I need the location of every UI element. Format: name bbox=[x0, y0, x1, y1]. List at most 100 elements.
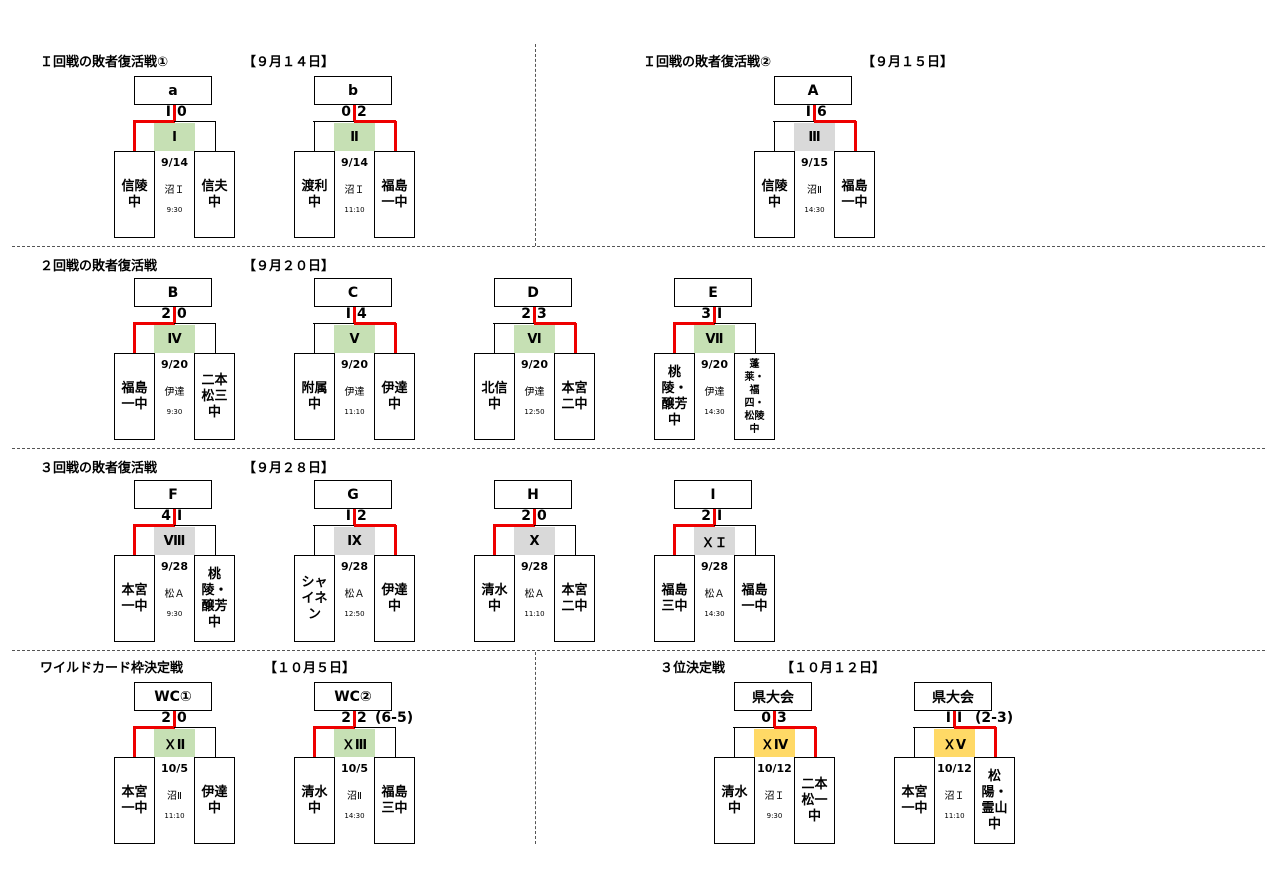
bracket-right-horizontal bbox=[534, 322, 576, 325]
bracket-left-horizontal bbox=[133, 322, 175, 325]
section-date: 【９月１４日】 bbox=[243, 51, 334, 70]
section-date-text: 【１０月５日】 bbox=[264, 661, 356, 676]
bracket-left-horizontal bbox=[673, 322, 715, 325]
score-left: 2 bbox=[161, 710, 171, 726]
match-time: 11:10 bbox=[344, 206, 365, 214]
bracket-right-vertical bbox=[394, 525, 397, 556]
match-time: 9:30 bbox=[766, 812, 783, 820]
match-time: 9:30 bbox=[166, 408, 183, 416]
bracket-right-horizontal bbox=[174, 525, 216, 526]
score-left: 0 bbox=[761, 710, 771, 726]
bracket-stem-line bbox=[773, 711, 776, 728]
team-name-text: 福島一中 bbox=[381, 178, 408, 210]
match-number: Ⅱ bbox=[334, 123, 375, 151]
match-time: 14:30 bbox=[704, 408, 725, 416]
section-date: 【１０月５日】 bbox=[264, 657, 355, 676]
match-date: 9/20 bbox=[341, 358, 368, 371]
match-number: Ⅵ bbox=[514, 325, 555, 353]
right-team-name: 蓬莱・福四・松陵中 bbox=[734, 353, 775, 440]
match-venue: 沼Ⅱ bbox=[807, 185, 822, 196]
match-time: 14:30 bbox=[704, 610, 725, 618]
bracket-stem-line bbox=[353, 711, 356, 728]
match-date: 10/12 bbox=[757, 762, 792, 775]
match-venue: 伊達 bbox=[164, 387, 185, 398]
section-date: 【９月１５日】 bbox=[862, 51, 953, 70]
bracket-right-horizontal bbox=[774, 726, 816, 729]
match-number: ＸⅤ bbox=[934, 729, 975, 757]
bracket-stem-line bbox=[953, 711, 956, 728]
section-title: ３回戦の敗者復活戦 bbox=[40, 457, 157, 476]
left-team-name: 清水中 bbox=[714, 757, 755, 844]
match-time: 9:30 bbox=[166, 206, 183, 214]
bracket-left-vertical bbox=[133, 121, 136, 152]
bracket-left-vertical bbox=[494, 323, 495, 354]
bracket-right-horizontal bbox=[714, 525, 756, 526]
match-label: b bbox=[314, 76, 392, 105]
bracket-left-vertical bbox=[133, 525, 136, 556]
match-venue: 松Ａ bbox=[164, 589, 185, 600]
match-number: Ⅸ bbox=[334, 527, 375, 555]
bracket-left-vertical bbox=[734, 727, 735, 758]
match-venue: 伊達 bbox=[704, 387, 725, 398]
match-date: 9/20 bbox=[521, 358, 548, 371]
match-date: 9/28 bbox=[161, 560, 188, 573]
team-name-text: 附属中 bbox=[301, 380, 328, 412]
bracket-right-vertical bbox=[755, 323, 756, 354]
section-date: 【１０月１２日】 bbox=[781, 657, 885, 676]
team-name-text: 清水中 bbox=[481, 582, 508, 614]
right-team-name: 福島一中 bbox=[734, 555, 775, 642]
team-name-text: 二本松一中 bbox=[801, 776, 828, 824]
bracket-left-horizontal bbox=[733, 727, 775, 728]
score-right: 2 bbox=[357, 508, 367, 524]
score-left: 4 bbox=[161, 508, 171, 524]
section-title: ２回戦の敗者復活戦 bbox=[40, 255, 157, 274]
section-date-text: 【９月１５日】 bbox=[862, 55, 954, 70]
section-title: ３位決定戦 bbox=[660, 657, 725, 676]
bracket-left-horizontal bbox=[133, 524, 175, 527]
match-venue: 沼Ｉ bbox=[164, 185, 185, 196]
score-right: 3 bbox=[537, 306, 547, 322]
match-number: Ⅶ bbox=[694, 325, 735, 353]
bracket-stem-line bbox=[533, 307, 536, 324]
bracket-left-vertical bbox=[673, 323, 676, 354]
bracket-right-vertical bbox=[814, 727, 817, 758]
team-name-text: 伊達中 bbox=[201, 784, 228, 816]
team-name-text: 桃陵・醸芳中 bbox=[661, 364, 688, 428]
match-venue: 沼Ｉ bbox=[944, 791, 965, 802]
left-team-name: 本宮一中 bbox=[114, 757, 155, 844]
right-team-name: 福島一中 bbox=[374, 151, 415, 238]
section-date: 【９月２０日】 bbox=[243, 255, 334, 274]
match-number: Ⅴ bbox=[334, 325, 375, 353]
score-right: I bbox=[717, 508, 723, 524]
bracket-right-vertical bbox=[755, 525, 756, 556]
left-team-name: 北信中 bbox=[474, 353, 515, 440]
right-team-name: 二本松三中 bbox=[194, 353, 235, 440]
match-label: C bbox=[314, 278, 392, 307]
match-date: 10/5 bbox=[341, 762, 368, 775]
match-label: A bbox=[774, 76, 852, 105]
bracket-left-horizontal bbox=[493, 323, 535, 324]
bracket-right-horizontal bbox=[354, 727, 396, 728]
vertical-separator-bottom bbox=[535, 652, 536, 844]
section-date-text: 【９月１４日】 bbox=[243, 55, 335, 70]
team-name-text: 本宮二中 bbox=[561, 380, 588, 412]
